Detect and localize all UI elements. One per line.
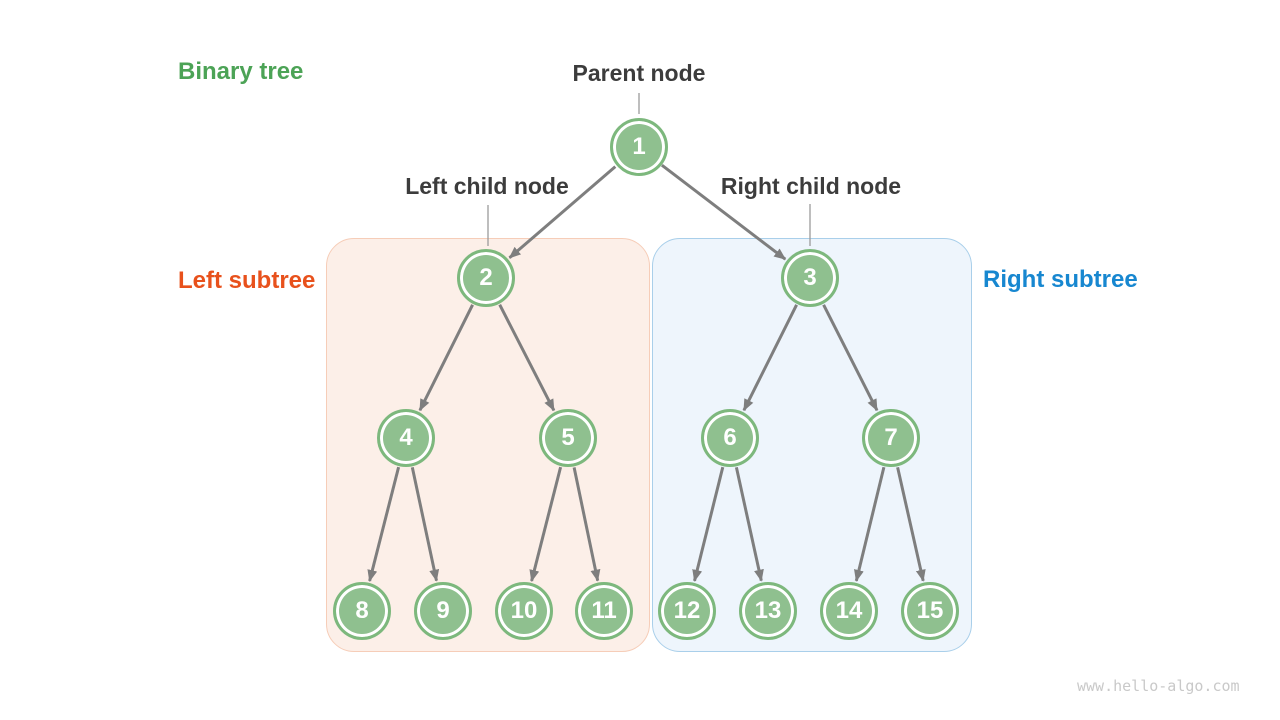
tree-node-7: 7 [862, 409, 920, 467]
tree-node-2: 2 [457, 249, 515, 307]
tree-node-6: 6 [701, 409, 759, 467]
right-subtree-label: Right subtree [983, 266, 1138, 293]
tree-node-5: 5 [539, 409, 597, 467]
watermark: www.hello-algo.com [1077, 677, 1240, 695]
diagram-title: Binary tree [178, 58, 304, 85]
tree-node-11: 11 [575, 582, 633, 640]
right-child-node-label: Right child node [720, 173, 902, 199]
tree-node-8: 8 [333, 582, 391, 640]
tree-node-13: 13 [739, 582, 797, 640]
tree-node-4: 4 [377, 409, 435, 467]
tree-node-10: 10 [495, 582, 553, 640]
left-subtree-label: Left subtree [178, 267, 316, 294]
tree-node-9: 9 [414, 582, 472, 640]
tree-node-14: 14 [820, 582, 878, 640]
tree-node-12: 12 [658, 582, 716, 640]
tree-node-3: 3 [781, 249, 839, 307]
parent-node-label: Parent node [572, 60, 706, 86]
left-child-node-label: Left child node [405, 173, 569, 199]
tree-node-1: 1 [610, 118, 668, 176]
tree-node-15: 15 [901, 582, 959, 640]
